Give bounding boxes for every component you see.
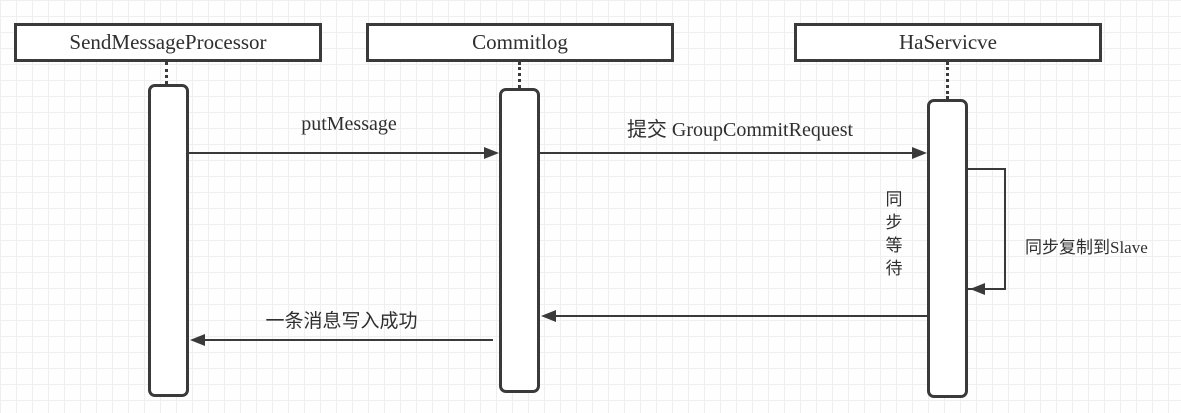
message-label-sync-to-slave: 同步复制到Slave xyxy=(1025,238,1148,257)
arrowhead-right-icon xyxy=(912,147,927,159)
lifeline-commitlog xyxy=(518,62,521,88)
message-arrow-groupcommitrequest xyxy=(540,152,913,154)
lifeline-sendmessageprocessor xyxy=(165,62,168,84)
message-arrow-return-to-commitlog xyxy=(555,315,928,317)
message-arrow-write-success xyxy=(204,339,493,341)
activation-bar-sendmessageprocessor xyxy=(148,84,189,397)
message-label-groupcommitrequest: 提交 GroupCommitRequest xyxy=(626,119,854,141)
actor-label-sendmessageprocessor: SendMessageProcessor xyxy=(69,30,267,54)
actor-box-sendmessageprocessor: SendMessageProcessor xyxy=(14,23,322,62)
message-label-putmessage: putMessage xyxy=(301,113,397,135)
message-arrow-putmessage xyxy=(189,152,485,154)
actor-label-commitlog: Commitlog xyxy=(472,30,568,54)
actor-box-commitlog: Commitlog xyxy=(366,23,674,62)
note-sync-wait: 同步等待 xyxy=(885,190,903,278)
activation-bar-commitlog xyxy=(499,88,540,393)
arrowhead-left-icon xyxy=(190,334,205,346)
message-label-write-success: 一条消息写入成功 xyxy=(265,311,418,332)
lifeline-haservicve xyxy=(946,62,949,99)
actor-box-haservicve: HaServicve xyxy=(794,23,1102,62)
activation-bar-haservicve xyxy=(927,99,968,398)
arrowhead-left-icon xyxy=(970,283,985,295)
arrowhead-right-icon xyxy=(484,147,499,159)
actor-label-haservicve: HaServicve xyxy=(899,30,997,54)
arrowhead-left-icon xyxy=(541,310,556,322)
self-message-loop-sync-to-slave xyxy=(968,168,1006,290)
